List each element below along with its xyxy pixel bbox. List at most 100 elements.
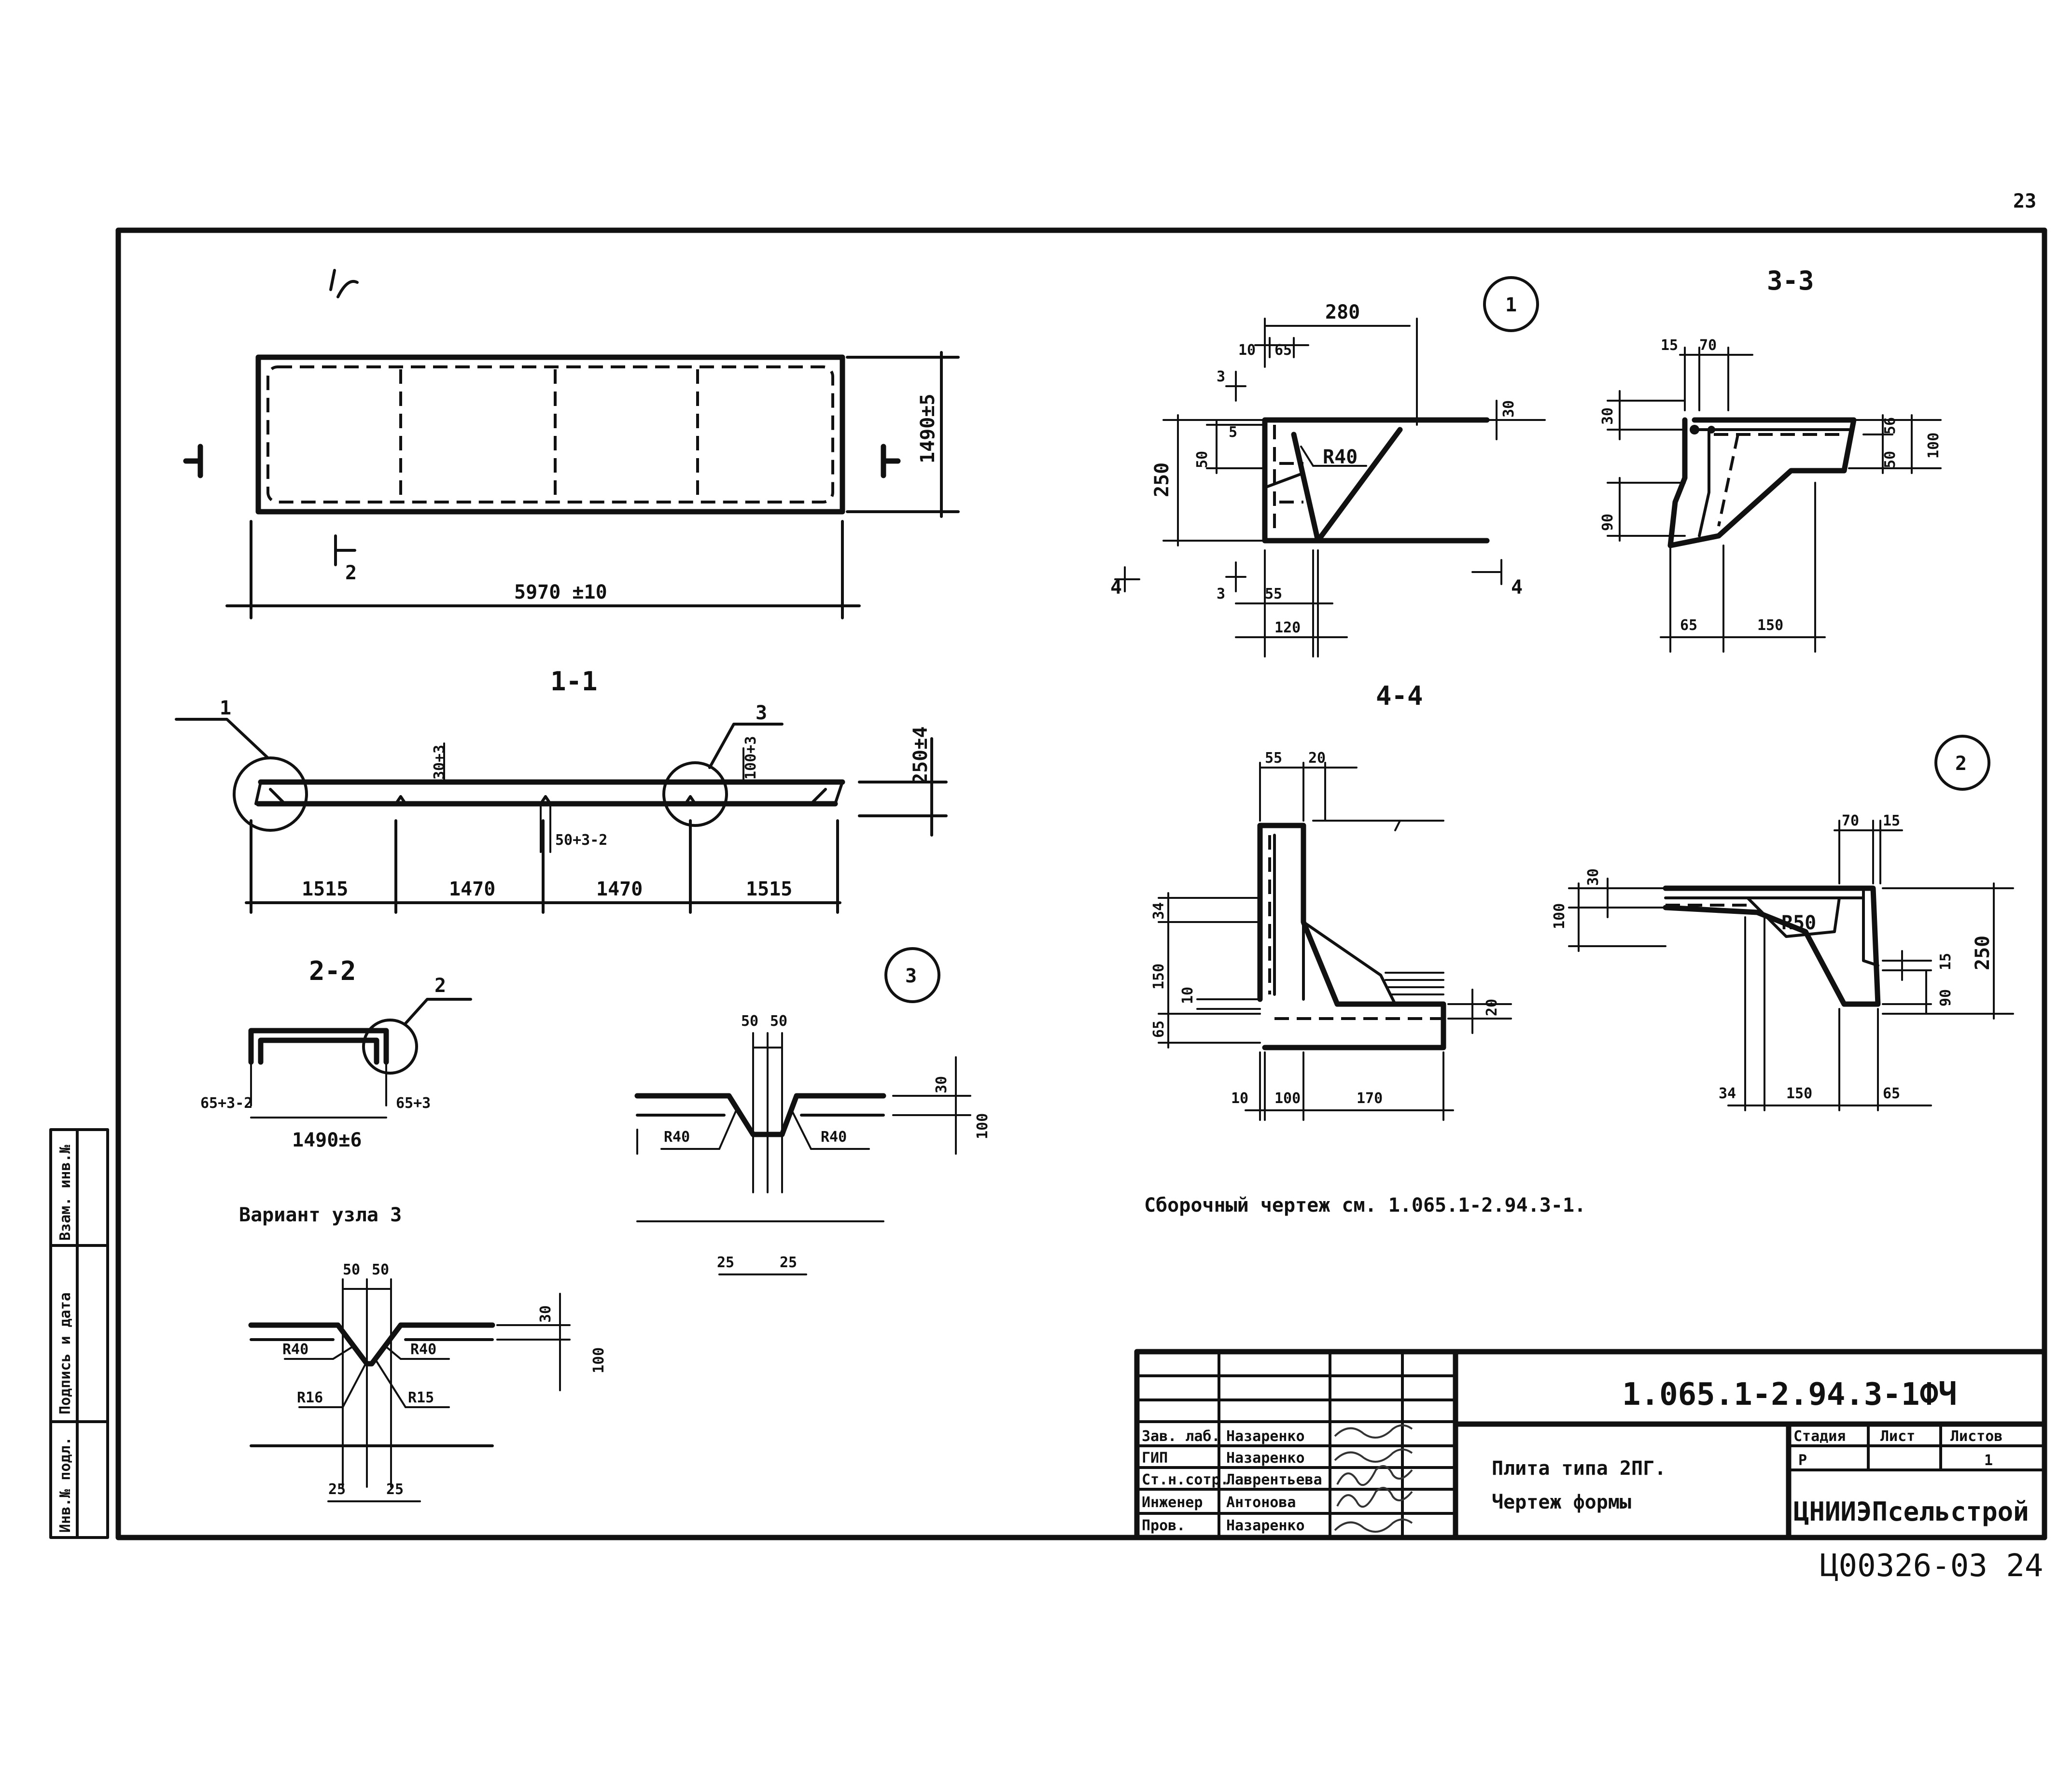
- staff-role-3: Ст.н.сотр.: [1142, 1471, 1229, 1488]
- section-3-3-dim-15: 15: [1661, 337, 1678, 354]
- section-4-4: 4-4 55 20 34 150 10 65 20 10 100 170: [1150, 681, 1512, 1121]
- footer-code: Ц00326-03 24: [1820, 1548, 2043, 1584]
- page-number: 23: [2013, 190, 2036, 212]
- signature-5: [1334, 1518, 1413, 1533]
- section-2-2: 2-2 2 65+3-2 65+3 1490±6: [200, 956, 472, 1151]
- plan-width-dim: 1490±5: [917, 394, 939, 464]
- section-1-1-callout-3: 3: [756, 702, 767, 724]
- node-2-dim-150: 150: [1786, 1085, 1812, 1102]
- section-4-4-dim-65: 65: [1150, 1021, 1167, 1038]
- section-3-3-dim-50: 50: [1882, 451, 1899, 468]
- section-3-3-dim-30: 30: [1599, 407, 1616, 425]
- node-2-dim-34: 34: [1719, 1085, 1736, 1102]
- node-2-dim-250: 250: [1972, 936, 1994, 970]
- section-1-1-dim-100: 100+3: [742, 736, 759, 780]
- stage-value: Р: [1798, 1452, 1807, 1469]
- section-4-4-dim-20-top: 20: [1308, 750, 1326, 767]
- node-2-number: 2: [1955, 753, 1967, 775]
- signature-3: [1336, 1465, 1413, 1486]
- node-1-cut-4-left: 4: [1110, 576, 1122, 599]
- assembly-note: Сборочный чертеж см. 1.065.1-2.94.3-1.: [1144, 1194, 1586, 1217]
- section-2-2-dim-65-right: 65+3: [396, 1095, 431, 1112]
- variant-node-3: Вариант узла 3 50 50 R40 R40 R16 R15 30 …: [239, 1204, 607, 1502]
- staff-name-2: Назаренко: [1226, 1450, 1305, 1467]
- node-3: 3 50 50 R40 R40 30 100 25 25: [634, 947, 991, 1275]
- variant-3-dim-25-left: 25: [328, 1481, 346, 1498]
- node-3-r-right: R40: [821, 1129, 847, 1146]
- node-2-dim-30: 30: [1585, 868, 1602, 886]
- section-2-2-title: 2-2: [309, 956, 356, 986]
- variant-3-dim-50-right: 50: [372, 1261, 389, 1278]
- node-1-dim-50: 50: [1194, 451, 1211, 468]
- section-1-1-callout-1: 1: [220, 697, 231, 719]
- side-stamp-signature-date: Подпись и дата: [57, 1292, 74, 1414]
- signature-1: [1334, 1424, 1413, 1439]
- node-2-dim-90: 90: [1937, 989, 1954, 1007]
- section-3-3-dim-100: 100: [1925, 433, 1942, 459]
- node-1: 1 280 10 65 3 30 250 50 5 R40 4 4 3 55 1…: [1110, 276, 1546, 657]
- drawing-title-line-1: Плита типа 2ПГ.: [1492, 1457, 1666, 1480]
- side-stamp: Инв.№ подл. Подпись и дата Взам. инв.№: [49, 1128, 109, 1539]
- node-2-dim-15-top: 15: [1883, 812, 1900, 829]
- node-1-cut-4-right: 4: [1511, 576, 1523, 599]
- node-1-cut-3-top: 3: [1217, 368, 1225, 385]
- section-4-4-title: 4-4: [1376, 681, 1423, 711]
- section-1-1-title: 1-1: [550, 666, 598, 697]
- variant-3-dim-25-right: 25: [386, 1481, 404, 1498]
- section-1-1: 1-1 1 3 30+3 100+3 250±4 50+3-2 1515 147…: [175, 666, 948, 914]
- staff-name-1: Назаренко: [1226, 1428, 1305, 1445]
- node-1-radius: R40: [1323, 446, 1358, 468]
- span-4: 1515: [746, 878, 792, 900]
- node-1-number: 1: [1505, 294, 1517, 316]
- node-2-dim-65: 65: [1883, 1085, 1900, 1102]
- signature-2: [1334, 1448, 1413, 1463]
- node-1-dim-10: 10: [1238, 342, 1256, 359]
- node-1-dim-280: 280: [1325, 301, 1360, 323]
- section-4-4-dim-55: 55: [1265, 750, 1282, 767]
- node-2-radius: R50: [1781, 912, 1816, 934]
- staff-role-5: Пров.: [1142, 1517, 1185, 1534]
- section-3-3-dim-65: 65: [1680, 617, 1697, 634]
- section-2-2-dim-65-left: 65+3-2: [200, 1095, 252, 1112]
- node-3-dim-50-left: 50: [741, 1013, 758, 1030]
- plan-length-dim: 5970 ±10: [514, 581, 607, 603]
- staff-name-4: Антонова: [1226, 1494, 1296, 1511]
- node-3-dim-100: 100: [974, 1113, 991, 1139]
- variant-3-r40-right: R40: [410, 1341, 436, 1358]
- staff-name-5: Назаренко: [1226, 1517, 1305, 1534]
- sheets-header: Листов: [1950, 1428, 2002, 1445]
- node-1-dim-65: 65: [1274, 342, 1292, 359]
- section-4-4-dim-170: 170: [1357, 1090, 1383, 1107]
- node-3-r-left: R40: [664, 1129, 690, 1146]
- section-4-4-dim-10-bottom: 10: [1231, 1090, 1248, 1107]
- section-3-3-dim-90: 90: [1599, 514, 1616, 531]
- drawing-designation: 1.065.1-2.94.3-1ФЧ: [1622, 1377, 1957, 1412]
- side-stamp-inv-no: Инв.№ подл.: [57, 1437, 74, 1533]
- span-3: 1470: [596, 878, 643, 900]
- signature-4: [1336, 1487, 1413, 1508]
- node-1-dim-30: 30: [1500, 400, 1517, 418]
- sheet-header: Лист: [1880, 1428, 1915, 1445]
- span-2: 1470: [449, 878, 495, 900]
- node-1-dim-55: 55: [1265, 586, 1282, 602]
- node-3-dim-30: 30: [933, 1076, 950, 1093]
- section-4-4-dim-20-right: 20: [1484, 999, 1500, 1016]
- section-3-3-dim-70: 70: [1699, 337, 1717, 354]
- section-3-3-dim-150: 150: [1757, 617, 1783, 634]
- variant-3-r15: R15: [408, 1389, 434, 1406]
- node-2-dim-15-right: 15: [1937, 953, 1954, 970]
- node-3-dim-50-right: 50: [770, 1013, 787, 1030]
- sheets-value: 1: [1984, 1452, 1993, 1469]
- node-1-dim-250: 250: [1151, 462, 1173, 497]
- node-1-dim-120: 120: [1274, 619, 1301, 636]
- variant-3-title: Вариант узла 3: [239, 1204, 402, 1226]
- section-3-3-dim-56: 56: [1882, 417, 1899, 434]
- section-1-1-dim-30: 30+3: [431, 745, 448, 780]
- variant-3-dim-30: 30: [537, 1305, 554, 1323]
- variant-3-dim-50-left: 50: [343, 1261, 360, 1278]
- stage-header: Стадия: [1793, 1428, 1846, 1445]
- organization: ЦНИИЭПсельстрой: [1793, 1496, 2029, 1527]
- section-4-4-dim-100: 100: [1274, 1090, 1301, 1107]
- section-1-1-dim-250: 250±4: [910, 727, 932, 784]
- variant-3-r40-left: R40: [282, 1341, 308, 1358]
